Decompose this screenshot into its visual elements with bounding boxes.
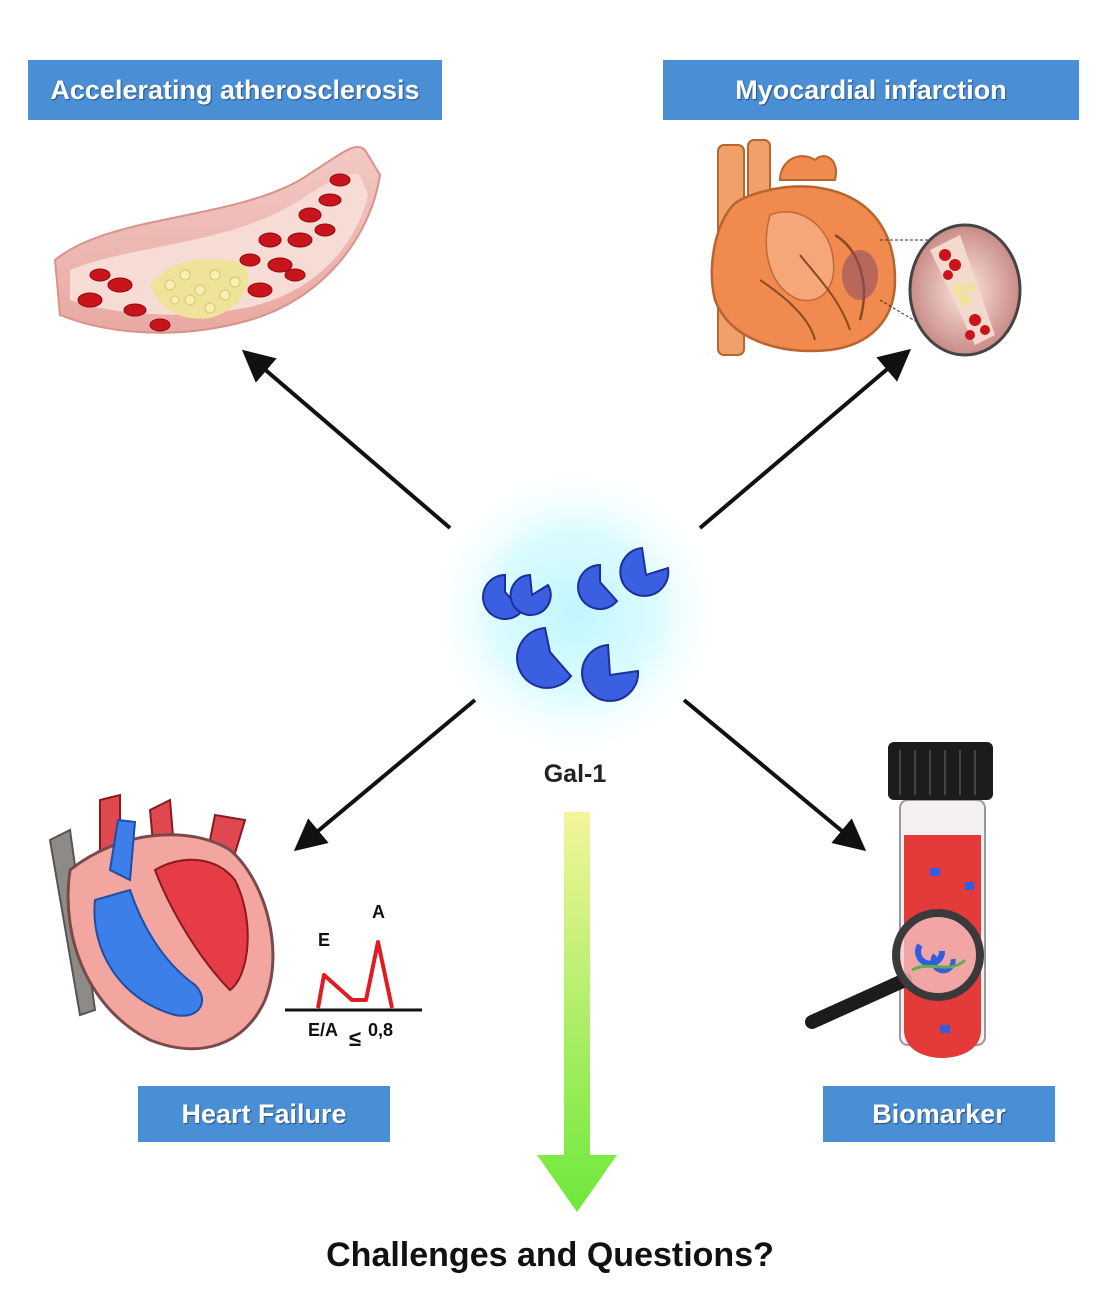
ea-ratio-prefix: E/A	[308, 1020, 338, 1040]
arrows	[241, 348, 912, 852]
ea-ratio-symbol: ≤	[349, 1026, 361, 1051]
galectin-protein-icon	[482, 546, 670, 702]
ea-doppler-plot: E A E/A ≤ 0,8	[285, 902, 422, 1051]
arrow-to-heart-failure	[293, 698, 477, 852]
label-myocardial-infarction: Myocardial infarction	[663, 60, 1079, 120]
arrow-to-biomarker	[682, 698, 867, 852]
heart-infarction-icon	[710, 139, 1022, 357]
ea-ratio-value: 0,8	[368, 1020, 393, 1040]
e-wave-label: E	[318, 930, 330, 950]
a-wave-label: A	[372, 902, 385, 922]
challenges-question: Challenges and Questions?	[326, 1236, 774, 1274]
label-accelerating-atherosclerosis: Accelerating atherosclerosis	[28, 60, 442, 120]
label-biomarker: Biomarker	[823, 1086, 1055, 1142]
gal1-glow	[425, 462, 725, 762]
arrow-to-atherosclerosis	[241, 349, 452, 530]
label-heart-failure: Heart Failure	[138, 1086, 390, 1142]
arrow-to-myocardial-infarction	[698, 348, 912, 530]
test-tube-magnifier-icon	[805, 742, 993, 1058]
heart-cross-section-icon	[48, 793, 275, 1051]
downward-gradient-arrow	[537, 812, 617, 1212]
blood-vessel-plaque-icon	[53, 145, 382, 334]
gal1-label: Gal-1	[543, 760, 607, 788]
